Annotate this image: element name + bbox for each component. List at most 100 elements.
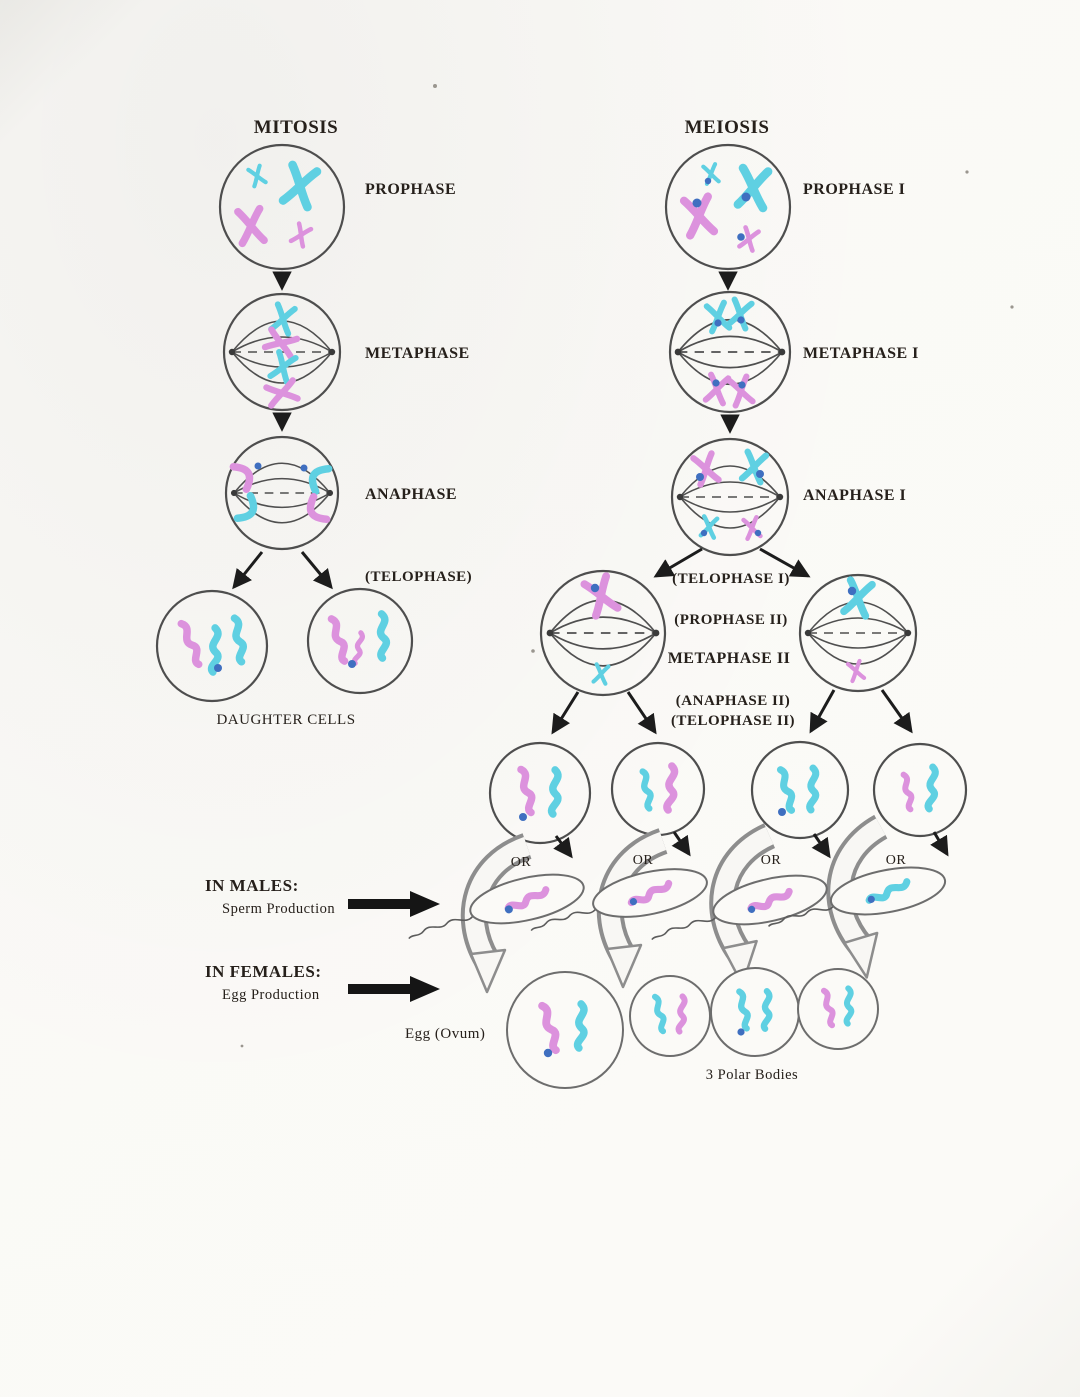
metaphase2-left-cell: [539, 569, 667, 697]
centromere-dot: [629, 898, 638, 906]
scan-speck: [531, 649, 535, 653]
centromere-dot: [214, 664, 222, 672]
centromere-dot: [712, 379, 720, 387]
meiosis-column: MEIOSIS PROPHASE I MET: [205, 117, 968, 1089]
arrow-diverge: [809, 689, 836, 734]
chromosome: [266, 380, 297, 405]
arrow-to-sperm: [930, 831, 949, 857]
meiosis-metaphase2-label: METAPHASE II: [668, 650, 791, 667]
centromere-dot: [504, 905, 513, 914]
meiosis-prophase2-label: (PROPHASE II): [674, 612, 788, 628]
centromere-dot: [348, 660, 356, 668]
haploid-cell-3: [750, 740, 850, 840]
meiosis-metaphase1-label: METAPHASE I: [803, 345, 919, 362]
centromere-dot: [590, 583, 600, 593]
metaphase2-right-cell: [798, 573, 918, 693]
scan-speck: [433, 84, 437, 88]
chromosome: [643, 771, 652, 809]
chromosome: [331, 617, 347, 661]
centromere-dot: [519, 813, 527, 821]
daughter-cells-label: DAUGHTER CELLS: [216, 712, 355, 728]
meiosis-metaphase1-cell: [668, 290, 792, 414]
chromosome: [904, 774, 913, 810]
arrow-to-sperm: [811, 833, 831, 859]
centromere-dot: [300, 464, 308, 472]
haploid-cell-2: [610, 741, 706, 837]
scan-speck: [1010, 305, 1014, 309]
arrow-to-sperm: [671, 831, 691, 857]
mitosis-telophase-label: (TELOPHASE): [365, 569, 472, 585]
chromosome: [925, 767, 939, 809]
daughter-cell-2: [306, 587, 414, 695]
chromosome: [181, 622, 201, 666]
centromere-dot: [704, 177, 712, 185]
mitosis-prophase-label: PROPHASE: [365, 181, 456, 198]
chromosome: [233, 462, 254, 489]
chromosome: [378, 614, 388, 658]
females-block-arrow: [348, 976, 440, 1002]
or-label-1: OR: [511, 855, 532, 870]
arrow-diverge: [880, 689, 913, 734]
chromosome: [291, 224, 311, 247]
chromosome: [780, 769, 794, 811]
mitosis-anaphase-label: ANAPHASE: [365, 486, 457, 503]
mitosis-anaphase-cell: [224, 435, 340, 551]
mitosis-metaphase-cell: [222, 292, 342, 412]
chromosome: [238, 209, 264, 244]
sperm-cell-3: [643, 865, 833, 950]
in-females-label: IN FEMALES:: [205, 962, 321, 981]
chromosome: [549, 770, 562, 815]
or-label-3: OR: [761, 853, 782, 868]
chromosome: [234, 618, 244, 662]
or-label-4: OR: [886, 853, 907, 868]
chromosome: [738, 168, 768, 208]
arrow-diverge-left: [232, 551, 264, 590]
centromere-dot: [737, 316, 745, 324]
mitosis-metaphase-label: METAPHASE: [365, 345, 470, 362]
scan-speck: [965, 170, 969, 174]
chromosome: [248, 166, 265, 187]
centromere-dot: [714, 319, 722, 327]
centromere-dot: [738, 381, 746, 389]
sperm-cell-1: [400, 864, 590, 949]
daughter-cell-1: [155, 589, 269, 703]
centromere-dot: [254, 462, 262, 470]
spindle: [803, 601, 913, 665]
spindle: [545, 599, 661, 667]
polar-bodies-label: 3 Polar Bodies: [706, 1067, 798, 1083]
arrow-to-sperm: [553, 835, 573, 859]
mitosis-prophase-cell: [218, 143, 346, 271]
polar-body-1: [629, 975, 711, 1057]
arrow-diverge-left: [653, 547, 703, 578]
centromere-dot: [741, 192, 751, 202]
centromere-dot: [737, 233, 745, 241]
meiosis-prophase1-label: PROPHASE I: [803, 181, 905, 198]
centromere-dot: [748, 905, 756, 913]
meiosis-prophase1-cell: [664, 143, 792, 271]
chromosome: [594, 664, 609, 683]
meiosis-anaphase1-cell: [670, 437, 790, 557]
in-males-label: IN MALES:: [205, 876, 299, 895]
sperm-production-label: Sperm Production: [222, 901, 335, 917]
mitosis-title: MITOSIS: [254, 117, 338, 138]
centromere-dot: [847, 586, 857, 596]
centromere-dot: [543, 1048, 553, 1058]
arrow-diverge: [626, 691, 657, 735]
arrow-diverge: [551, 691, 580, 735]
chromosome: [844, 580, 872, 616]
sperm-cell-2: [523, 859, 713, 941]
chromosome: [283, 165, 317, 207]
meiosis-telophase1-label: (TELOPHASE I): [672, 571, 790, 587]
centromere-dot: [696, 473, 704, 481]
polar-body-2: [710, 967, 800, 1057]
centromere-dot: [737, 1028, 745, 1036]
centromere-dot: [867, 895, 875, 903]
chromosome: [521, 769, 534, 814]
chromosome: [352, 633, 365, 664]
meiosis-anaphase1-label: ANAPHASE I: [803, 487, 906, 504]
chromosome: [707, 303, 730, 332]
centromere-dot: [778, 808, 786, 816]
males-block-arrow: [348, 891, 440, 917]
